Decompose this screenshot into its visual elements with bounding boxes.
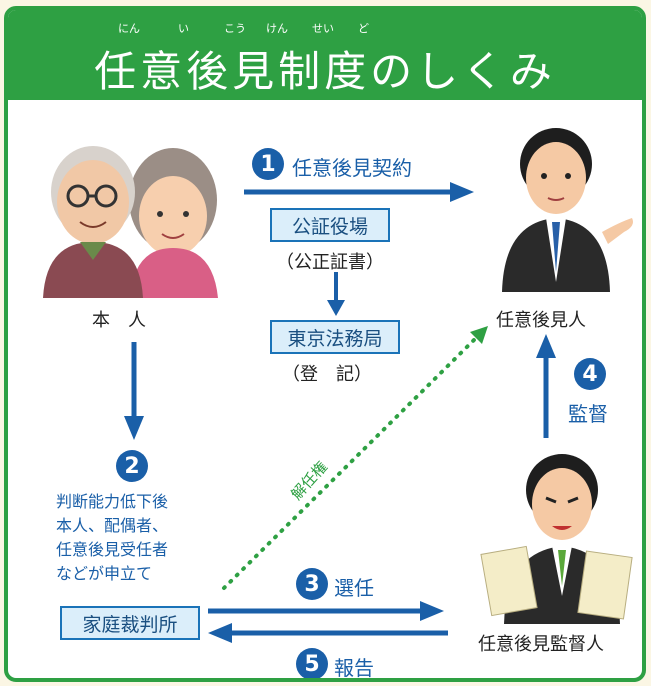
diagram-card: にん い こう けん せい ど 任意後見制度のしくみ 本 人	[4, 6, 646, 682]
step-3-label: 選任	[334, 576, 374, 600]
page-title: 任意後見制度のしくみ	[94, 47, 556, 96]
step-4-label: 監督	[568, 402, 608, 426]
step-2-note-line: 本人、配偶者、	[56, 516, 169, 535]
arrow-notary-to-bureau	[327, 272, 345, 316]
step-4-badge: 4	[574, 358, 606, 390]
step-2-note: 判断能力低下後 本人、配偶者、 任意後見受任者 などが申立て	[56, 490, 168, 586]
ruby-i: い	[178, 22, 189, 35]
step-2-note-line: 判断能力低下後	[56, 492, 169, 511]
step-3-badge: 3	[296, 568, 328, 600]
step-1-label: 任意後見契約	[292, 156, 412, 180]
legal-bureau-box: 東京法務局	[270, 320, 400, 354]
supervisor-label: 任意後見監督人	[478, 634, 604, 655]
arrow-supervisor-to-court	[208, 623, 448, 643]
step-5-label: 報告	[334, 656, 374, 680]
ruby-nin: にん	[118, 22, 140, 35]
ruby-sei: せい	[312, 22, 334, 35]
step-2-note-line: などが申立て	[56, 564, 153, 583]
arrow-supervisor-to-guardian	[536, 334, 556, 438]
arrow-principal-to-guardian	[244, 182, 474, 202]
arrow-principal-to-petition	[124, 342, 144, 440]
dismissal-dotted-arrow	[222, 326, 488, 590]
step-5-badge: 5	[296, 648, 328, 678]
registration-label: （登 記）	[282, 364, 372, 385]
step-2-badge: 2	[116, 450, 148, 482]
notary-deed-label: （公正証書）	[276, 252, 384, 273]
header-band: にん い こう けん せい ど 任意後見制度のしくみ	[8, 10, 642, 100]
step-1-badge: 1	[252, 148, 284, 180]
ruby-ken: けん	[266, 22, 288, 35]
family-court-box: 家庭裁判所	[60, 606, 200, 640]
principal-label: 本 人	[92, 310, 146, 331]
elderly-couple-illustration	[43, 146, 218, 298]
ruby-kou: こう	[224, 22, 246, 35]
guardian-illustration	[502, 128, 633, 292]
notary-office-box: 公証役場	[270, 208, 390, 242]
ruby-do: ど	[358, 22, 369, 35]
arrow-court-to-supervisor	[208, 601, 444, 621]
guardian-label: 任意後見人	[496, 310, 586, 331]
supervisor-illustration	[480, 454, 633, 624]
step-2-note-line: 任意後見受任者	[56, 540, 169, 559]
